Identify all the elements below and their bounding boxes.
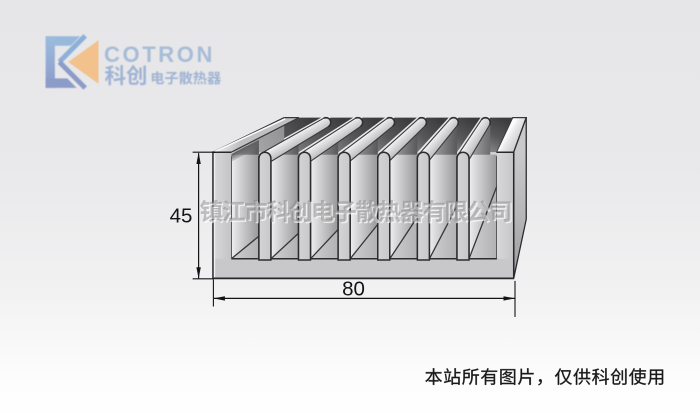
svg-text:80: 80 (342, 278, 365, 301)
svg-text:45: 45 (170, 205, 193, 228)
svg-text:COTRON: COTRON (104, 42, 215, 67)
